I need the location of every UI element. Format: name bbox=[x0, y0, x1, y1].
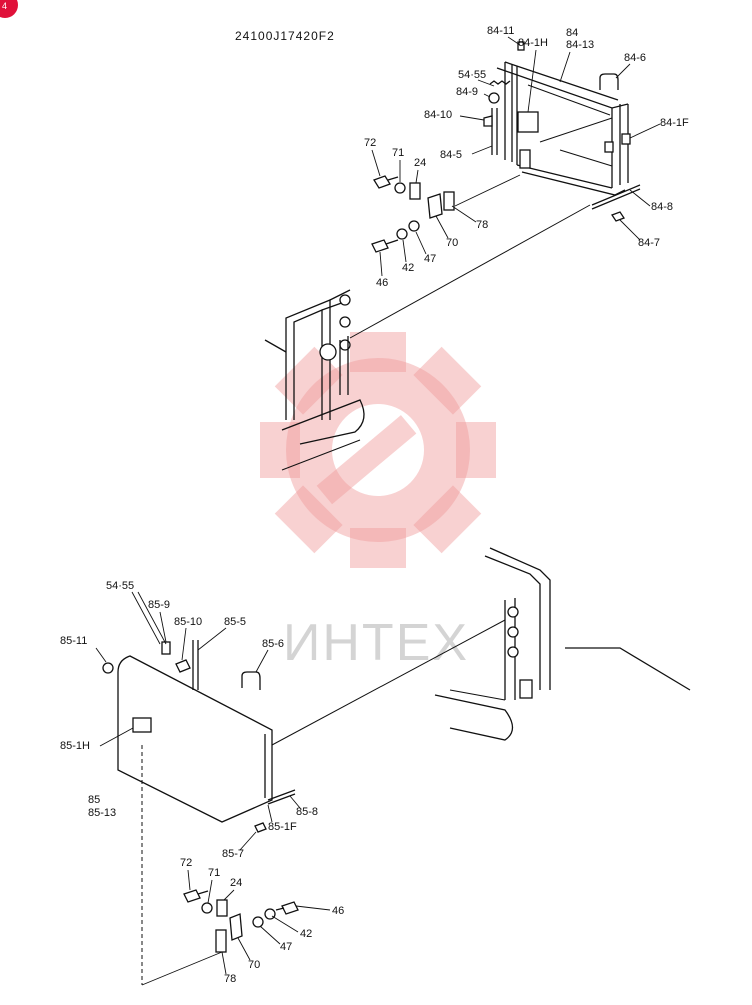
label-85-7: 85-7 bbox=[222, 848, 244, 860]
label-47-top: 47 bbox=[424, 253, 436, 265]
callouts: 84-11 84 84-13 84-1H 84-6 54·55 84-9 84-… bbox=[60, 25, 689, 985]
label-46-bottom: 46 bbox=[332, 905, 344, 917]
label-72-top: 72 bbox=[364, 137, 376, 149]
label-42-top: 42 bbox=[402, 262, 414, 274]
label-71-bottom: 71 bbox=[208, 867, 220, 879]
label-84: 84 bbox=[566, 27, 578, 39]
label-24-bottom: 24 bbox=[230, 877, 242, 889]
label-84-10: 84-10 bbox=[424, 109, 452, 121]
label-84-11: 84-11 bbox=[487, 25, 514, 37]
label-71-top: 71 bbox=[392, 147, 404, 159]
bottom-cover-panel bbox=[102, 640, 296, 985]
label-84-6: 84-6 bbox=[624, 52, 646, 64]
machine-frame-bottom bbox=[434, 547, 691, 741]
assembly-line-bottom bbox=[271, 619, 506, 746]
label-84-7: 84-7 bbox=[638, 237, 660, 249]
assembly-line-top bbox=[349, 204, 591, 339]
top-hardware bbox=[371, 174, 521, 253]
label-78-bottom: 78 bbox=[224, 973, 236, 985]
bottom-hardware bbox=[141, 889, 299, 986]
label-85-1f: 85-1F bbox=[268, 821, 297, 833]
label-85-8: 85-8 bbox=[296, 806, 318, 818]
label-85: 85 bbox=[88, 794, 100, 806]
label-70-top: 70 bbox=[446, 237, 458, 249]
label-85-1h: 85-1H bbox=[60, 740, 90, 752]
label-84-5: 84-5 bbox=[440, 149, 462, 161]
label-85-11: 85-11 bbox=[60, 635, 87, 647]
label-84-1f: 84-1F bbox=[660, 117, 689, 129]
label-72-bottom: 72 bbox=[180, 857, 192, 869]
label-84-1h: 84-1H bbox=[518, 37, 548, 49]
drawing-code: 24100J17420F2 bbox=[235, 29, 335, 43]
corner-badge: 4 bbox=[0, 0, 18, 18]
label-78-top: 78 bbox=[476, 219, 488, 231]
top-guard-frame bbox=[483, 41, 641, 222]
label-47-bottom: 47 bbox=[280, 941, 292, 953]
watermark-gear-icon bbox=[260, 332, 496, 568]
watermark-text: ИНТЕХ bbox=[283, 614, 469, 672]
label-85-10: 85-10 bbox=[174, 616, 202, 628]
label-24-top: 24 bbox=[414, 157, 426, 169]
label-84-13: 84-13 bbox=[566, 39, 594, 51]
machine-frame-middle bbox=[264, 289, 365, 471]
label-84-9: 84-9 bbox=[456, 86, 478, 98]
label-85-5: 85-5 bbox=[224, 616, 246, 628]
label-70-bottom: 70 bbox=[248, 959, 260, 971]
corner-badge-text: 4 bbox=[2, 1, 7, 11]
label-46-top: 46 bbox=[376, 277, 388, 289]
label-54-55-top: 54·55 bbox=[458, 69, 486, 81]
label-85-6: 85-6 bbox=[262, 638, 284, 650]
label-84-8: 84-8 bbox=[651, 201, 673, 213]
label-54-55-bottom: 54·55 bbox=[106, 580, 134, 592]
label-85-13: 85-13 bbox=[88, 807, 116, 819]
label-85-9: 85-9 bbox=[148, 599, 170, 611]
label-42-bottom: 42 bbox=[300, 928, 312, 940]
